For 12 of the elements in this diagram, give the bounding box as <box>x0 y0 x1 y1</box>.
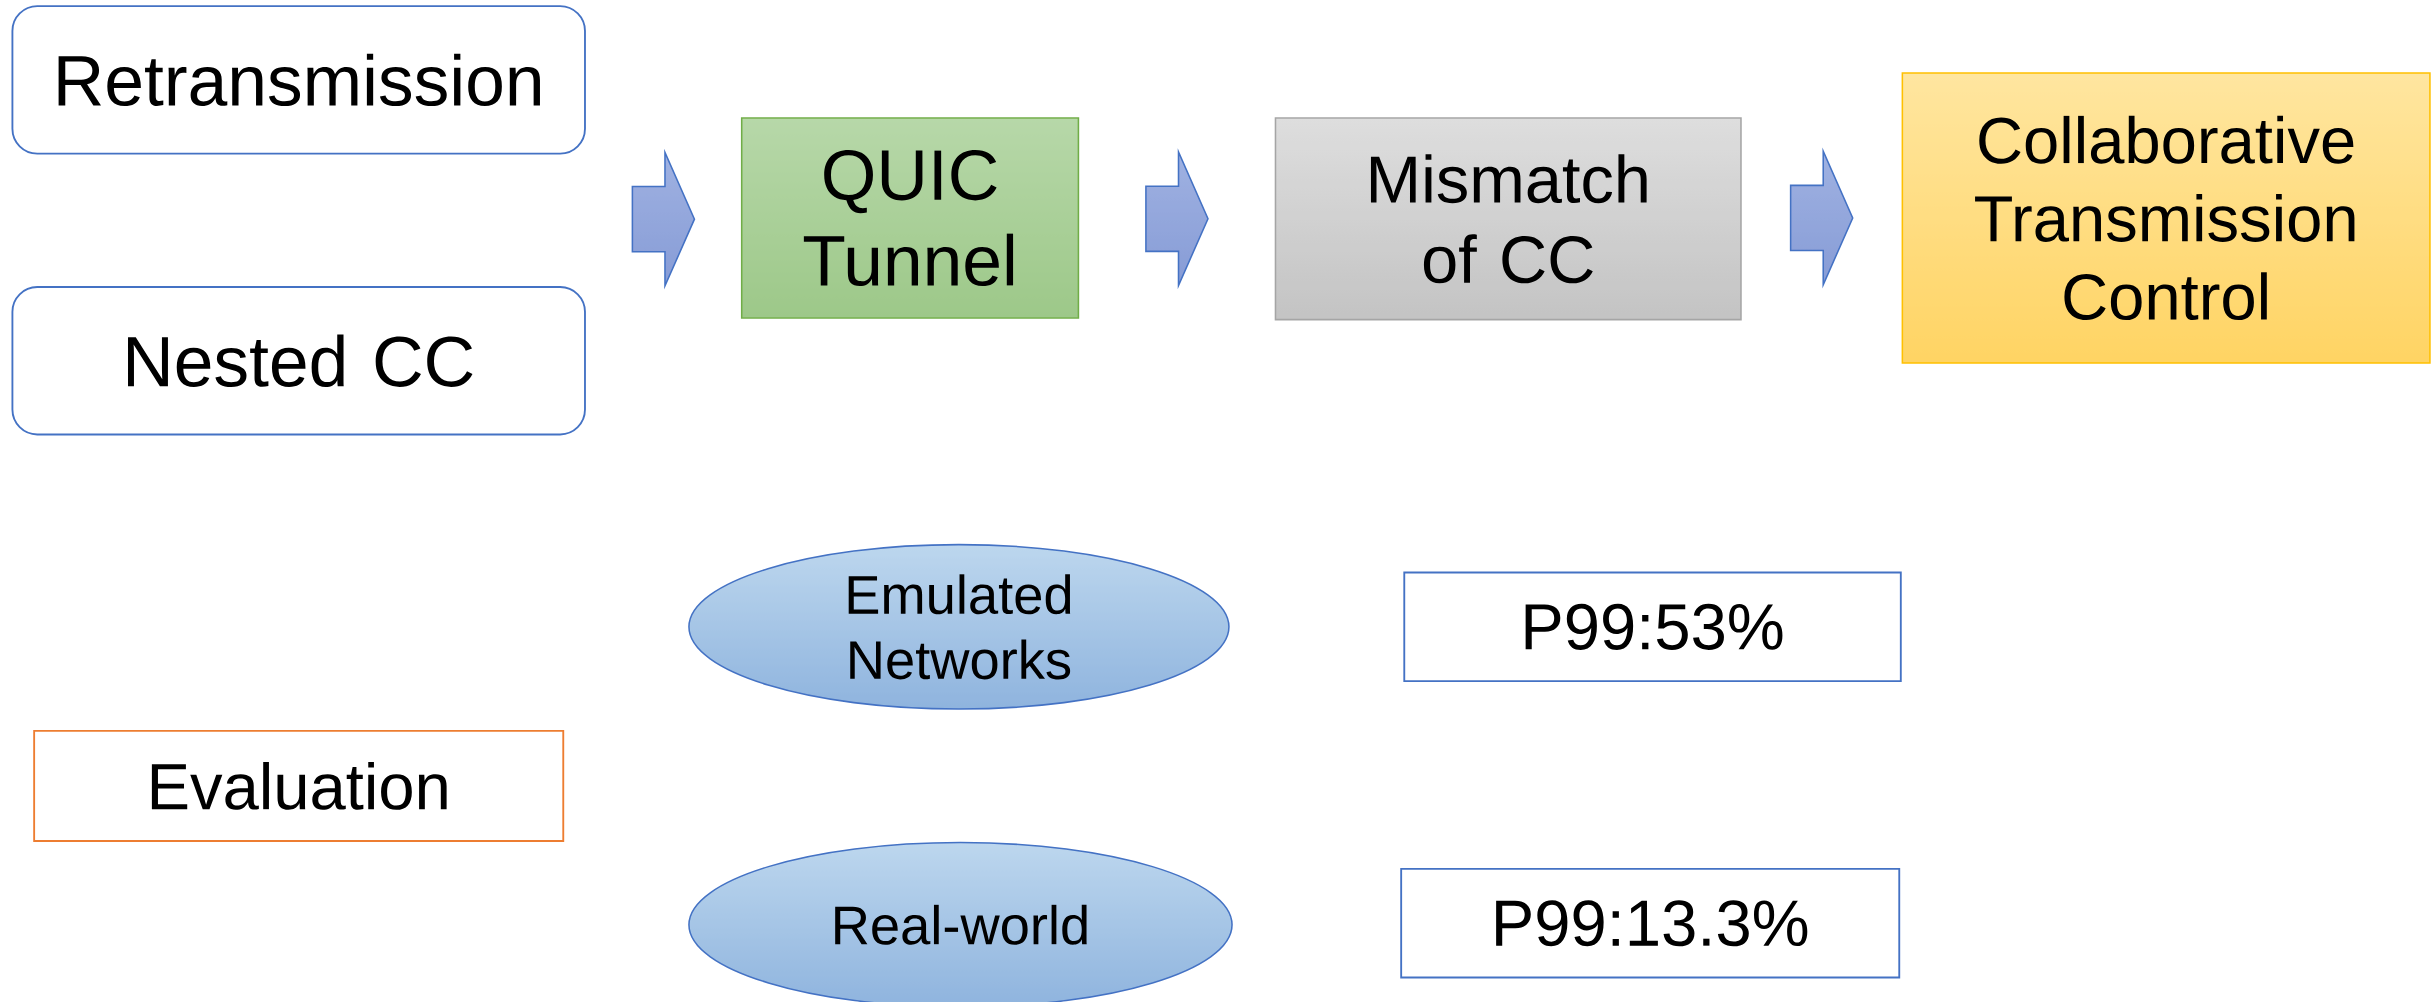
result-box: P99:53% <box>1403 571 1902 682</box>
block-arrow <box>1145 148 1209 289</box>
process-box: Mismatch of CC <box>1274 116 1742 321</box>
ellipse-node: Emulated Networks <box>688 543 1230 710</box>
block-arrow <box>631 148 696 290</box>
block-arrow <box>1789 147 1854 289</box>
process-box: QUIC Tunnel <box>740 116 1080 319</box>
rounded-box: Nested CC <box>11 285 586 436</box>
process-box: Collaborative Transmission Control <box>1901 71 2431 364</box>
rounded-box: Retransmission <box>11 5 586 155</box>
label-box: Evaluation <box>33 729 565 842</box>
result-box: P99:13.3% <box>1400 867 1901 979</box>
